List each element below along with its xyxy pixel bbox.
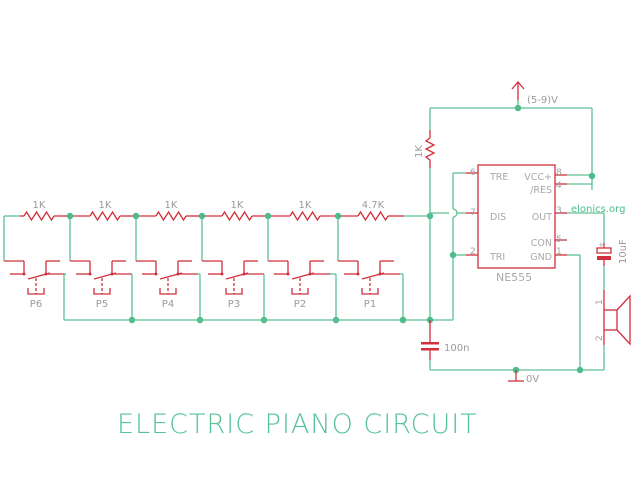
output-capacitor: + 10uF [596,239,629,266]
key-section: 1K P2 [264,200,340,324]
switch-label: P5 [96,299,108,310]
pin-tre-label: TRE [489,172,508,183]
ic-name: NE555 [496,271,532,284]
junction [66,212,74,220]
pin-vcc-label: VCC+ [524,172,552,183]
wire-crossover [452,208,458,218]
resistor-icon [23,210,55,222]
pin-gnd-label: GND [530,252,552,263]
push-switch-2[interactable]: P4 [136,260,198,310]
pin-4-number: 4 [556,181,562,191]
key-resistor-label: 1K [33,200,46,211]
junction [449,251,457,259]
ground-icon [508,370,524,382]
junction [132,212,140,220]
key-section: 1K P4 [132,200,204,324]
switch-label: P3 [228,299,240,310]
speaker-pin-2: 2 [595,335,605,341]
key-section: 1K P5 [66,200,136,324]
junction [264,212,272,220]
push-switch-0[interactable]: P6 [4,260,66,310]
key-section: 4.7K P1 [334,200,407,324]
pin-8-number: 8 [556,168,562,178]
key-section: 1K P3 [198,200,268,324]
resistor-icon [221,210,253,222]
pin-6-number: 6 [470,168,476,178]
pin-tri-label: TRI [489,252,505,263]
junction [334,212,342,220]
junction [198,212,206,220]
timing-capacitor: 100n [421,320,469,360]
resistor-icon [89,210,121,222]
watermark: elonics.org [571,204,625,215]
key-resistor-label: 1K [299,200,312,211]
push-switch-1[interactable]: P5 [70,260,132,310]
junction [399,316,407,324]
key-section: 1K P6 [3,200,70,320]
push-switch-5[interactable]: P1 [338,260,400,310]
supply-arrow-icon [511,81,525,108]
switch-label: P6 [30,299,42,310]
supply-label: (5-9)V [527,95,558,106]
pin-out-label: OUT [532,212,552,223]
pin-2-number: 2 [470,247,476,257]
resistor-icon [357,210,389,222]
key-resistor-label: 1K [99,200,112,211]
pin-con-label: CON [531,238,552,249]
speaker-pin-1: 1 [595,299,605,305]
push-switch-3[interactable]: P3 [202,260,264,310]
resistor-icon [289,210,321,222]
timing-capacitor-label: 100n [444,343,469,354]
output-capacitor-label: 10uF [618,239,629,264]
pin-5-number: 5 [556,235,562,245]
junction [576,366,584,374]
key-resistor-label: 1K [231,200,244,211]
key-resistor-label: 1K [165,200,178,211]
pull-resistor-label: 1K [414,145,425,158]
switch-label: P4 [162,299,174,310]
push-switch-4[interactable]: P2 [268,260,330,310]
svg-text:+: + [598,241,604,249]
switch-label: P2 [294,299,306,310]
pull-resistor: 1K [414,108,436,320]
ground-label: 0V [526,374,539,385]
speaker-icon: 1 2 [595,290,631,346]
key-ladder: 1K P6 1K P5 1K P4 1K P3 1K P2 4.7K P1 [3,200,434,324]
diagram-title: ELECTRIC PIANO CIRCUIT [117,409,478,440]
key-resistor-label: 4.7K [362,200,385,211]
switch-label: P1 [364,299,376,310]
pin-7-number: 7 [470,208,476,218]
pin-dis-label: DIS [490,212,506,223]
pin-1-number: 1 [556,247,562,257]
resistor-icon [155,210,187,222]
junction [588,172,596,180]
ne555-ic: 6 7 2 8 4 3 5 1 TRE DIS TRI VCC+ /RES OU… [466,164,567,284]
pin-res-label: /RES [530,185,552,196]
pin-3-number: 3 [556,206,562,216]
